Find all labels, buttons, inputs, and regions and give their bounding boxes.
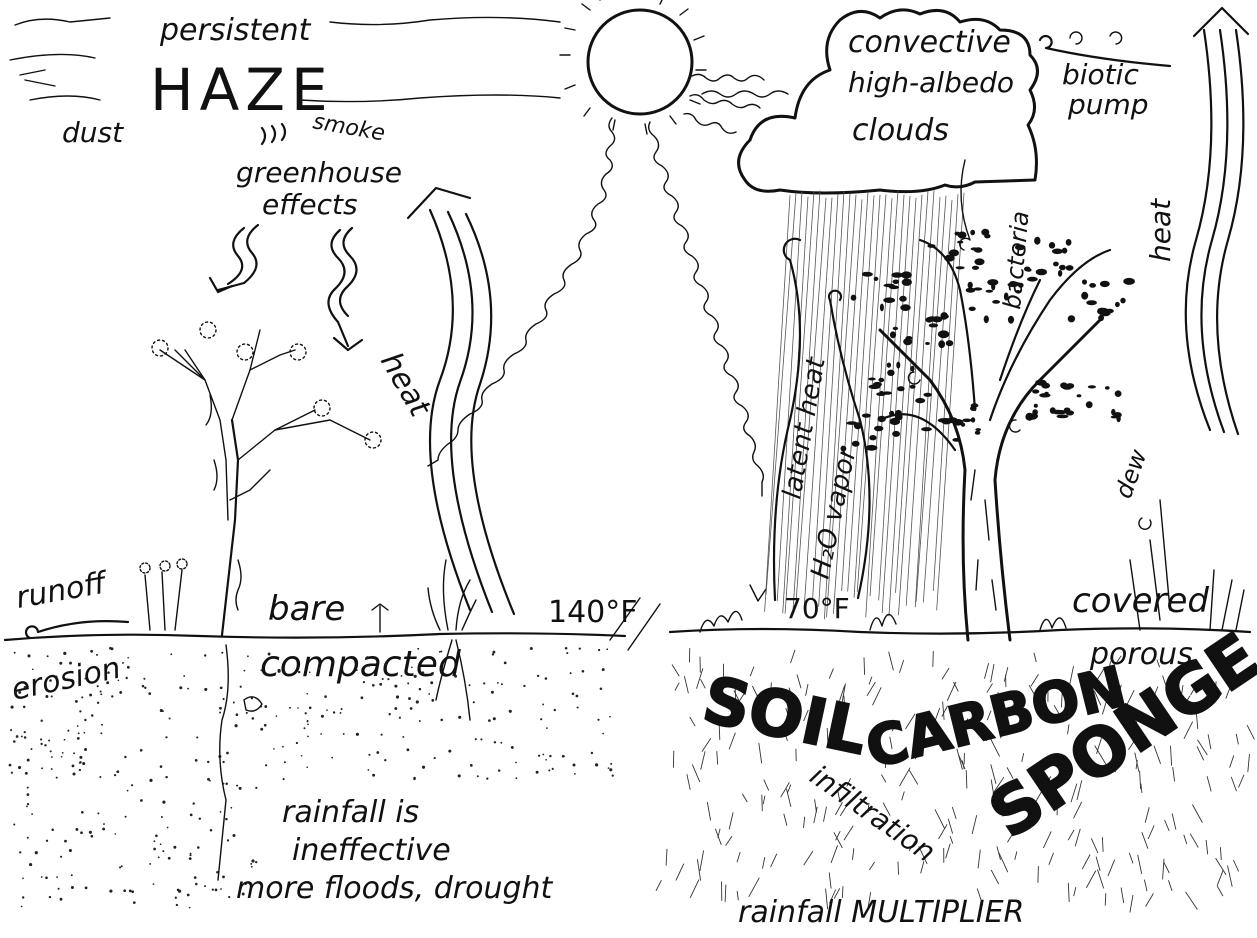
heat-arrow-right — [1186, 8, 1248, 434]
heat-label-left: heat — [373, 347, 438, 424]
bacteria-label: bacteria — [998, 210, 1034, 311]
heat-label-right: heat — [1144, 198, 1177, 262]
soil-label: SOIL — [697, 663, 874, 770]
smoke-label: smoke — [311, 109, 387, 146]
haze-squiggle — [262, 124, 285, 144]
greenhouse-label: greenhouse — [236, 156, 402, 189]
dust-label: dust — [62, 116, 124, 149]
tree-foliage — [841, 229, 1135, 452]
temp-cool-label: 70°F — [784, 592, 850, 625]
temp-hot-label: 140°F — [548, 595, 638, 630]
haze-label: HAZE — [150, 56, 334, 124]
caption-right: rainfall MULTIPLIER — [738, 895, 1024, 930]
infiltration-label: infiltration — [804, 759, 941, 869]
persistent-label: persistent — [159, 13, 312, 48]
caption-left-2: ineffective — [292, 833, 451, 868]
clouds-label-1: convective — [848, 25, 1011, 60]
clouds-label-2: high-albedo — [848, 66, 1014, 99]
tree-icon — [880, 240, 1110, 640]
dew-label: dew — [1109, 445, 1152, 502]
clouds-label-3: clouds — [852, 113, 949, 148]
caption-left-3: more floods, drought — [236, 871, 554, 906]
effects-label: effects — [262, 188, 358, 221]
dry-plant — [152, 322, 381, 635]
erosion-label: erosion — [8, 651, 123, 708]
pump-label: pump — [1067, 88, 1149, 121]
caption-left-1: rainfall is — [282, 795, 419, 830]
covered-label: covered — [1072, 581, 1209, 621]
bare-label: bare — [268, 589, 345, 629]
compacted-label: compacted — [260, 644, 462, 685]
runoff-label: runoff — [13, 565, 111, 616]
greenhouse-arrows — [210, 225, 362, 350]
biotic-label: biotic — [1062, 58, 1139, 91]
